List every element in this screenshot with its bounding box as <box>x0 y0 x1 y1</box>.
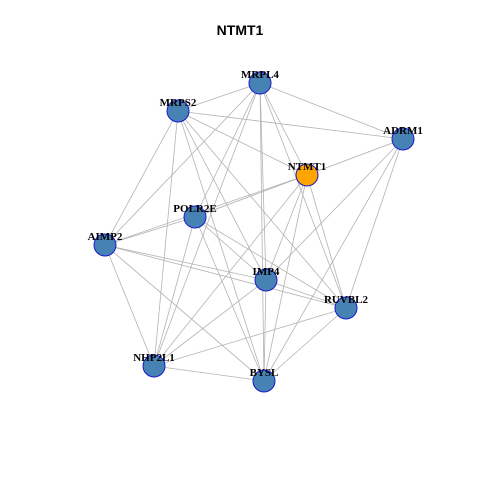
node-circle-ruvbl2 <box>334 296 358 320</box>
node-circle-ntmt1 <box>295 163 319 187</box>
edge-mrpl4-adrm1 <box>259 82 404 140</box>
edge-ntmt1-bysl <box>263 174 308 382</box>
node-label-aimp2: AIMP2 <box>88 231 123 243</box>
node-mrps2: MRPS2 <box>160 97 197 123</box>
edge-ruvbl2-nhp2l1 <box>153 307 347 367</box>
node-label-mrpl4: MRPL4 <box>241 69 279 81</box>
edge-mrpl4-imp4 <box>259 82 267 281</box>
edge-polr2e-aimp2 <box>104 216 196 246</box>
node-circle-adrm1 <box>391 127 415 151</box>
node-bysl: BYSL <box>250 367 279 393</box>
node-circle-bysl <box>252 369 276 393</box>
edge-polr2e-ruvbl2 <box>194 216 347 309</box>
node-label-polr2e: POLR2E <box>173 203 216 215</box>
node-imp4: IMP4 <box>253 266 280 292</box>
edge-aimp2-nhp2l1 <box>104 244 155 367</box>
edge-imp4-bysl <box>263 279 267 382</box>
node-ntmt1: NTMT1 <box>288 161 327 187</box>
edge-adrm1-ruvbl2 <box>345 138 404 309</box>
node-polr2e: POLR2E <box>173 203 217 229</box>
edge-mrps2-nhp2l1 <box>153 110 179 367</box>
edge-mrps2-ntmt1 <box>177 110 308 176</box>
edge-ntmt1-polr2e <box>194 174 308 218</box>
edge-nhp2l1-bysl <box>153 365 265 382</box>
edge-polr2e-imp4 <box>194 216 267 281</box>
node-nhp2l1: NHP2L1 <box>133 352 175 378</box>
node-label-adrm1: ADRM1 <box>383 125 423 137</box>
node-mrpl4: MRPL4 <box>241 69 279 95</box>
edge-mrps2-imp4 <box>177 110 267 281</box>
node-circle-polr2e <box>183 205 207 229</box>
edge-ntmt1-nhp2l1 <box>153 174 308 367</box>
edge-adrm1-bysl <box>263 138 404 382</box>
edge-ntmt1-aimp2 <box>104 174 308 246</box>
node-circle-mrps2 <box>166 99 190 123</box>
edge-aimp2-ruvbl2 <box>104 244 347 309</box>
edge-mrps2-bysl <box>177 110 265 382</box>
node-circle-mrpl4 <box>248 71 272 95</box>
node-ruvbl2: RUVBL2 <box>324 294 369 320</box>
edge-adrm1-imp4 <box>265 138 404 281</box>
edge-aimp2-imp4 <box>104 244 267 281</box>
node-label-ruvbl2: RUVBL2 <box>324 294 369 306</box>
edge-ntmt1-imp4 <box>265 174 308 281</box>
graph-title: NTMT1 <box>217 22 264 38</box>
node-label-nhp2l1: NHP2L1 <box>133 352 175 364</box>
edges-layer <box>104 82 404 382</box>
edge-mrpl4-aimp2 <box>104 82 261 246</box>
node-adrm1: ADRM1 <box>383 125 423 151</box>
edge-imp4-nhp2l1 <box>153 279 267 367</box>
edge-polr2e-nhp2l1 <box>153 216 196 367</box>
edge-mrpl4-bysl <box>259 82 265 382</box>
edge-aimp2-bysl <box>104 244 265 382</box>
node-circle-aimp2 <box>93 233 117 257</box>
edge-mrps2-adrm1 <box>177 110 404 140</box>
edge-mrpl4-ntmt1 <box>259 82 308 176</box>
edge-ntmt1-ruvbl2 <box>306 174 347 309</box>
node-circle-imp4 <box>254 268 278 292</box>
edge-ruvbl2-bysl <box>263 307 347 382</box>
edge-mrpl4-mrps2 <box>177 82 261 112</box>
node-label-imp4: IMP4 <box>253 266 280 278</box>
node-aimp2: AIMP2 <box>88 231 123 257</box>
edge-mrps2-ruvbl2 <box>177 110 347 309</box>
node-label-ntmt1: NTMT1 <box>288 161 327 173</box>
edge-imp4-ruvbl2 <box>265 279 347 309</box>
edge-polr2e-bysl <box>194 216 265 382</box>
node-circle-nhp2l1 <box>142 354 166 378</box>
node-label-mrps2: MRPS2 <box>160 97 197 109</box>
node-label-bysl: BYSL <box>250 367 279 379</box>
edge-mrpl4-polr2e <box>194 82 261 218</box>
edge-mrps2-aimp2 <box>104 110 179 246</box>
